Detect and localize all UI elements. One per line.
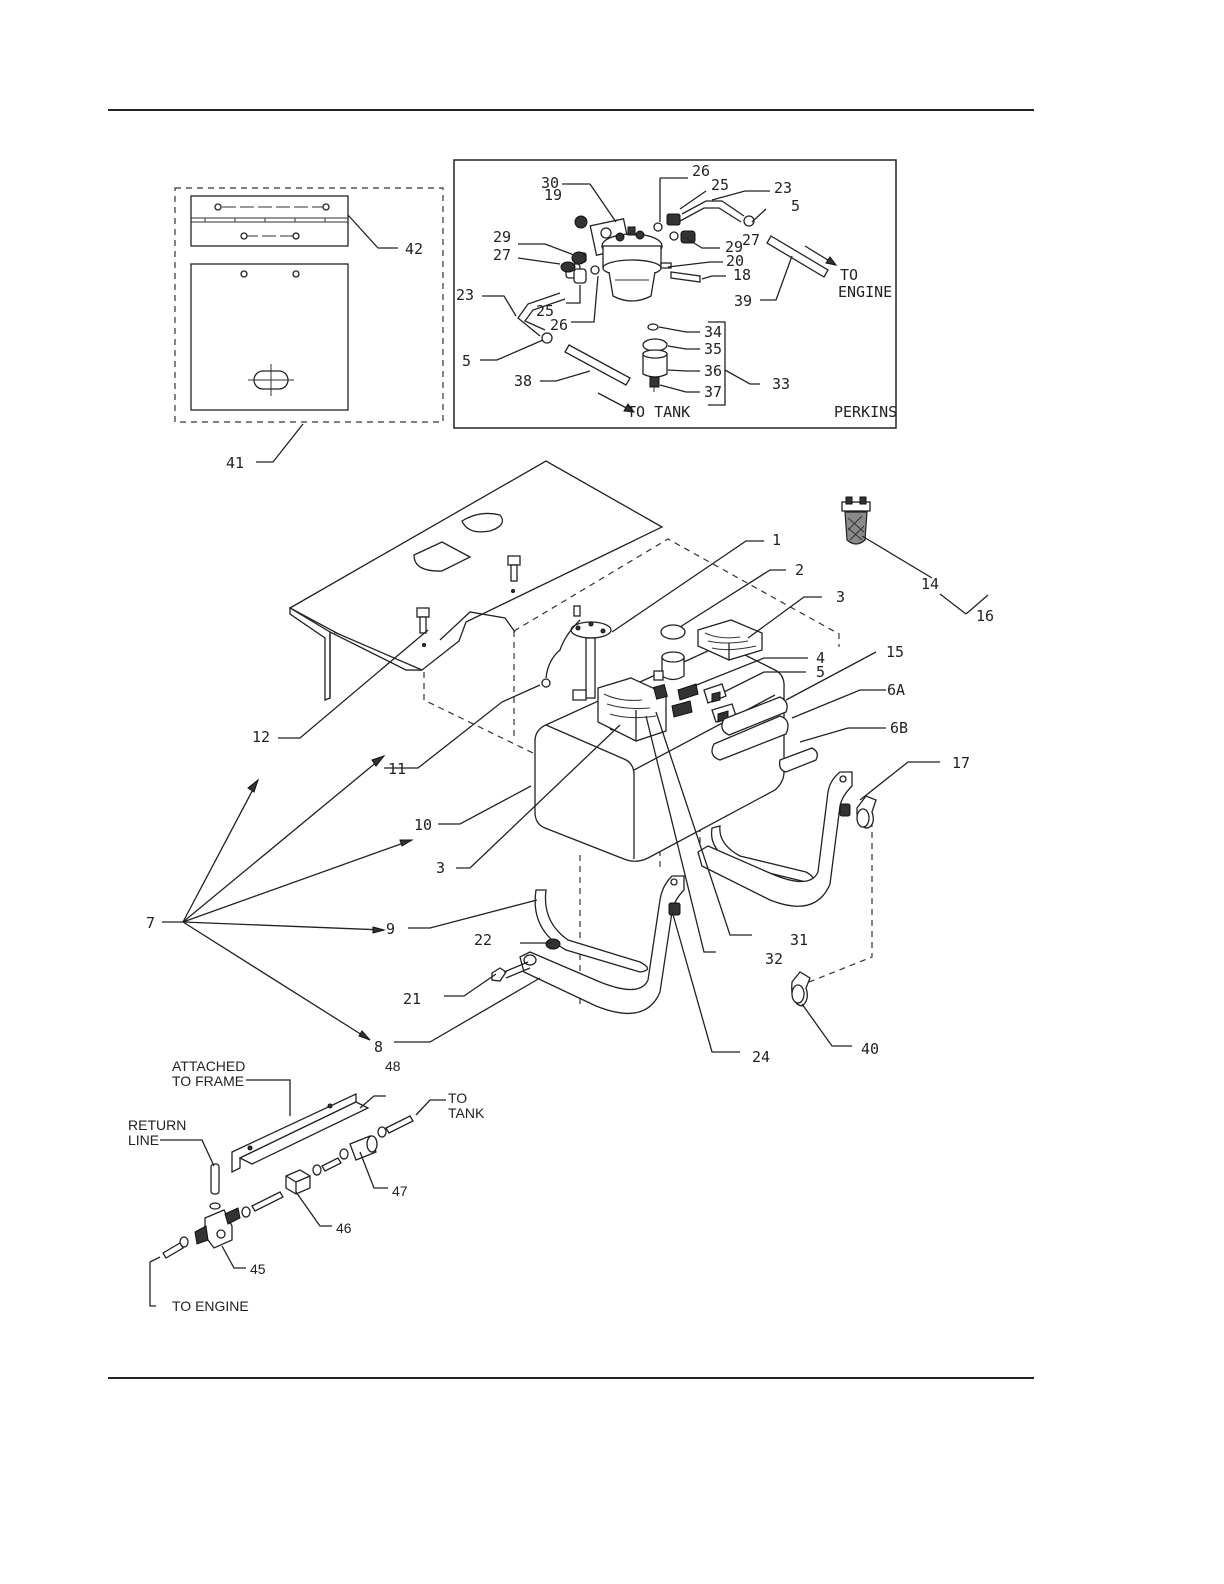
callout-41: 41 <box>226 454 244 472</box>
callout-10: 10 <box>414 816 432 834</box>
callout-5: 5 <box>816 663 825 681</box>
callout-16: 16 <box>976 607 994 625</box>
inset-callout-39: 39 <box>734 292 752 310</box>
callout-9: 9 <box>386 920 395 938</box>
inset-callout-38: 38 <box>514 372 532 390</box>
callout-6b: 6B <box>890 719 908 737</box>
callout-7: 7 <box>146 914 155 932</box>
inset-callout-23b: 23 <box>456 286 474 304</box>
inset-callout-23a: 23 <box>774 179 792 197</box>
return-line-assembly: ATTACHED TO FRAME RETURN LINE TO TANK TO… <box>128 1058 485 1314</box>
inset-callout-25a: 25 <box>711 176 729 194</box>
callout-40: 40 <box>861 1040 879 1058</box>
callout-45: 45 <box>250 1261 266 1277</box>
inset-callout-18: 18 <box>733 266 751 284</box>
callout-8: 8 <box>374 1038 383 1056</box>
callout-2: 2 <box>795 561 804 579</box>
inset-callout-34: 34 <box>704 323 722 341</box>
inset-callout-19: 19 <box>544 186 562 204</box>
inset-callout-5b: 5 <box>462 352 471 370</box>
callout-6a: 6A <box>887 681 905 699</box>
inset-callout-5a: 5 <box>791 197 800 215</box>
fuel-filter-icon <box>590 219 662 301</box>
perkins-filter-inset: 30 19 26 25 23 5 29 27 27 29 20 18 23 25… <box>454 160 897 428</box>
tank-strap-icon <box>520 876 684 1013</box>
callout-12: 12 <box>252 728 270 746</box>
inset-callout-26a: 26 <box>692 162 710 180</box>
inset-callout-29a: 29 <box>493 228 511 246</box>
inset-to-engine-2: ENGINE <box>838 283 892 301</box>
callout-11: 11 <box>388 760 406 778</box>
fuel-tank-assembly: 1 2 3 4 5 15 6A 6B 17 14 16 11 12 10 3 7… <box>146 461 994 1066</box>
callout-17: 17 <box>952 754 970 772</box>
inset-perkins-label: PERKINS <box>834 403 897 421</box>
tank-cover-plate <box>290 461 662 700</box>
callout-3a: 3 <box>836 588 845 606</box>
callout-22: 22 <box>474 931 492 949</box>
return-line-2: LINE <box>128 1132 159 1148</box>
inset-to-engine-1: TO <box>840 266 858 284</box>
inset-callout-26b: 26 <box>550 316 568 334</box>
callout-31: 31 <box>790 931 808 949</box>
callout-47: 47 <box>392 1183 408 1199</box>
fuel-cap <box>661 625 685 639</box>
inset-callout-35: 35 <box>704 340 722 358</box>
callout-46: 46 <box>336 1220 352 1236</box>
attached-to-frame-2: TO FRAME <box>172 1073 244 1089</box>
inset-callout-27b: 27 <box>742 231 760 249</box>
callout-32: 32 <box>765 950 783 968</box>
inset-callout-33: 33 <box>772 375 790 393</box>
callout-42: 42 <box>405 240 423 258</box>
inset-callout-36: 36 <box>704 362 722 380</box>
callout-24: 24 <box>752 1048 770 1066</box>
callout-1: 1 <box>772 531 781 549</box>
callout-48: 48 <box>385 1058 401 1074</box>
callout-14: 14 <box>921 575 939 593</box>
callout-21: 21 <box>403 990 421 1008</box>
to-tank-1: TO <box>448 1090 467 1106</box>
callout-3b: 3 <box>436 859 445 877</box>
to-tank-2: TANK <box>448 1105 485 1121</box>
hinge-icon <box>191 196 348 246</box>
inset-to-tank: TO TANK <box>627 403 690 421</box>
access-panel-assembly: 42 41 <box>175 188 443 472</box>
callout-15: 15 <box>886 643 904 661</box>
inset-callout-27a: 27 <box>493 246 511 264</box>
return-line-1: RETURN <box>128 1117 186 1133</box>
attached-to-frame-1: ATTACHED <box>172 1058 245 1074</box>
fuel-sender <box>542 606 611 700</box>
sediment-bowl-icon <box>842 497 870 544</box>
inset-callout-37: 37 <box>704 383 722 401</box>
to-engine: TO ENGINE <box>172 1298 249 1314</box>
